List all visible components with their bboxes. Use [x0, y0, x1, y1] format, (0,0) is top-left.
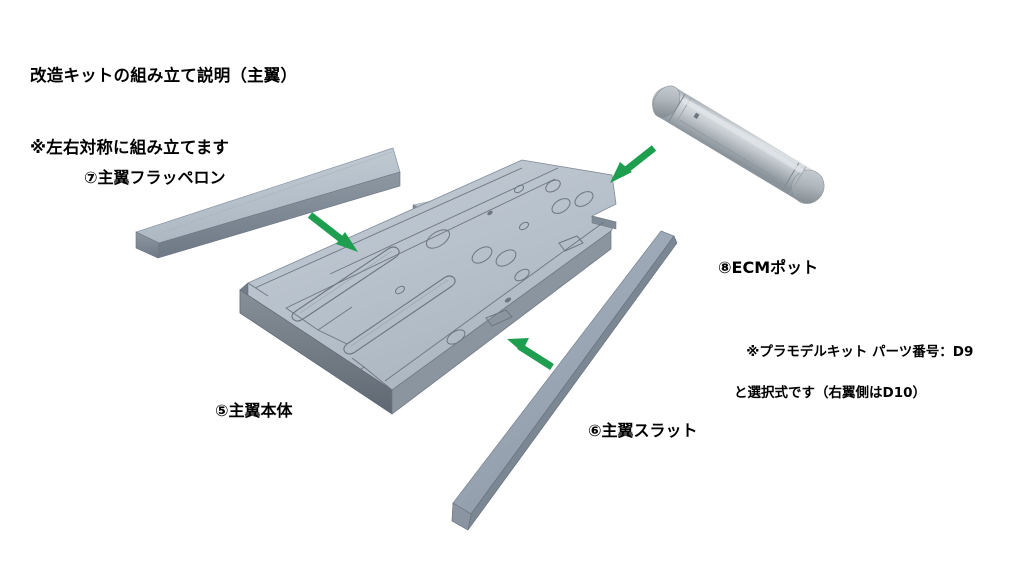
pod-ring-right-2	[788, 166, 807, 195]
pod-seam-line	[679, 119, 778, 180]
wing-hole-1	[425, 229, 451, 249]
wing-hole-10	[518, 221, 530, 231]
pod-highlight	[682, 98, 804, 173]
wing-circular-details	[394, 179, 594, 345]
label-wing-body: ⑤主翼本体	[215, 401, 293, 420]
label-ecm-pod-block: ⑧ECMポット ※プラモデルキット パーツ番号：D9 と選択式です（右翼側はD1…	[718, 212, 973, 487]
label-slat: ⑥主翼スラット	[588, 421, 698, 440]
wing-hole-8	[446, 329, 466, 345]
ecm-pod-note-line-1: ※プラモデルキット パーツ番号：D9	[746, 344, 974, 361]
wing-small-dots	[487, 210, 512, 303]
part-slat-model	[451, 230, 678, 531]
flaperon-panel-line	[151, 151, 393, 237]
ecm-pod-note-line-2: と選択式です（右翼側はD10）	[734, 384, 926, 401]
wing-panel-lines	[247, 167, 605, 382]
arrow-ecm-pod	[610, 145, 657, 183]
title-block: 改造キットの組み立て説明（主翼） ※左右対称に組み立てます	[30, 16, 297, 207]
assembly-arrows	[307, 145, 657, 370]
label-ecm-pod: ⑧ECMポット	[718, 257, 819, 277]
part-wing-body-model	[239, 159, 617, 415]
wing-panel-line-spar	[329, 167, 559, 275]
wing-rect-panel-1	[558, 235, 584, 252]
title-line-2: ※左右対称に組み立てます	[30, 137, 230, 157]
part-ecm-pod-model	[652, 85, 825, 204]
slat-tip-face	[451, 502, 472, 531]
wing-tip-panel-lines	[285, 306, 393, 391]
wing-rect-panel-2	[485, 309, 513, 327]
flaperon-long-side-face	[157, 171, 401, 259]
pod-right-nose	[791, 169, 825, 204]
slat-crest-line	[457, 232, 665, 507]
arrow-flaperon	[307, 212, 358, 252]
part-flaperon-model	[135, 147, 401, 259]
wing-trailing-edge-face	[391, 230, 612, 415]
wing-panel-line-leading	[254, 167, 523, 289]
wing-hole-2	[471, 246, 493, 264]
wing-slot-lower	[343, 275, 456, 355]
wing-rect-panels	[485, 235, 584, 327]
wing-hole-7	[514, 268, 530, 282]
wing-panel-line-mid	[285, 178, 556, 309]
wing-slot-inner-lines	[299, 250, 449, 347]
ecm-pod-note: ※プラモデルキット パーツ番号：D9 と選択式です（右翼側はD10）	[718, 322, 973, 444]
pod-body	[654, 85, 816, 201]
arrow-slat	[507, 338, 554, 370]
wing-slot-upper	[291, 246, 400, 322]
wing-hole-6	[545, 179, 561, 193]
wing-hole-9	[394, 285, 406, 295]
pod-ring-left-1	[668, 93, 686, 122]
label-flaperon: ⑦主翼フラッペロン	[84, 168, 226, 187]
wing-recessed-slots	[291, 246, 456, 355]
wing-panel-line-root	[247, 282, 269, 297]
title-line-1: 改造キットの組み立て説明（主翼）	[30, 65, 298, 85]
pod-sensor-dot	[693, 112, 700, 119]
wing-panel-line-trailing	[384, 221, 605, 382]
wing-hole-3	[495, 249, 517, 267]
wing-hole-5	[574, 191, 594, 207]
wing-hole-4	[551, 198, 571, 214]
